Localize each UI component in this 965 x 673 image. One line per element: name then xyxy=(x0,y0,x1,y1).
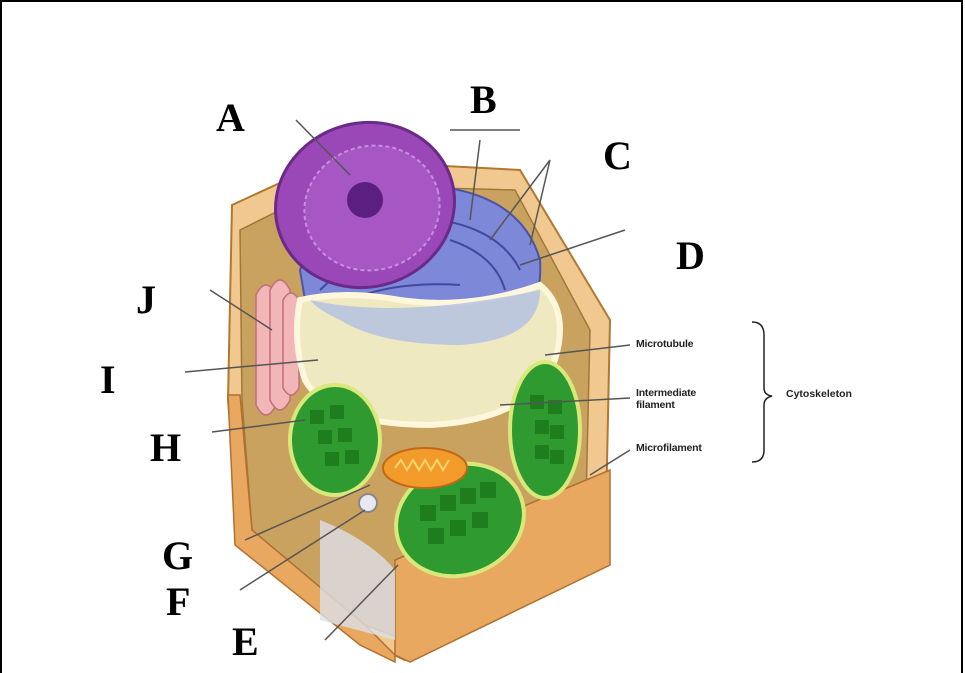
label-h: H xyxy=(150,428,181,468)
label-d: D xyxy=(676,236,705,276)
microtubule-label: Microtubule xyxy=(636,338,693,350)
intermediate-filament-label: Intermediate filament xyxy=(636,387,696,411)
label-f: F xyxy=(166,582,190,622)
label-e: E xyxy=(232,622,259,662)
label-g: G xyxy=(162,536,193,576)
mitochondrion xyxy=(383,448,467,488)
label-c: C xyxy=(603,136,632,176)
label-j: J xyxy=(136,280,156,320)
intermediate-line2: filament xyxy=(636,399,696,411)
label-i: I xyxy=(100,360,116,400)
microfilament-label: Microfilament xyxy=(636,442,702,454)
vesicle xyxy=(359,494,377,512)
chloroplast-left xyxy=(290,385,380,495)
label-a: A xyxy=(216,98,245,138)
cytoskeleton-label: Cytoskeleton xyxy=(786,388,852,400)
intermediate-line1: Intermediate xyxy=(636,387,696,399)
chloroplast-right xyxy=(510,362,580,498)
golgi-apparatus xyxy=(256,280,299,415)
label-b: B xyxy=(470,80,497,120)
cytoskeleton-brace xyxy=(752,322,772,462)
